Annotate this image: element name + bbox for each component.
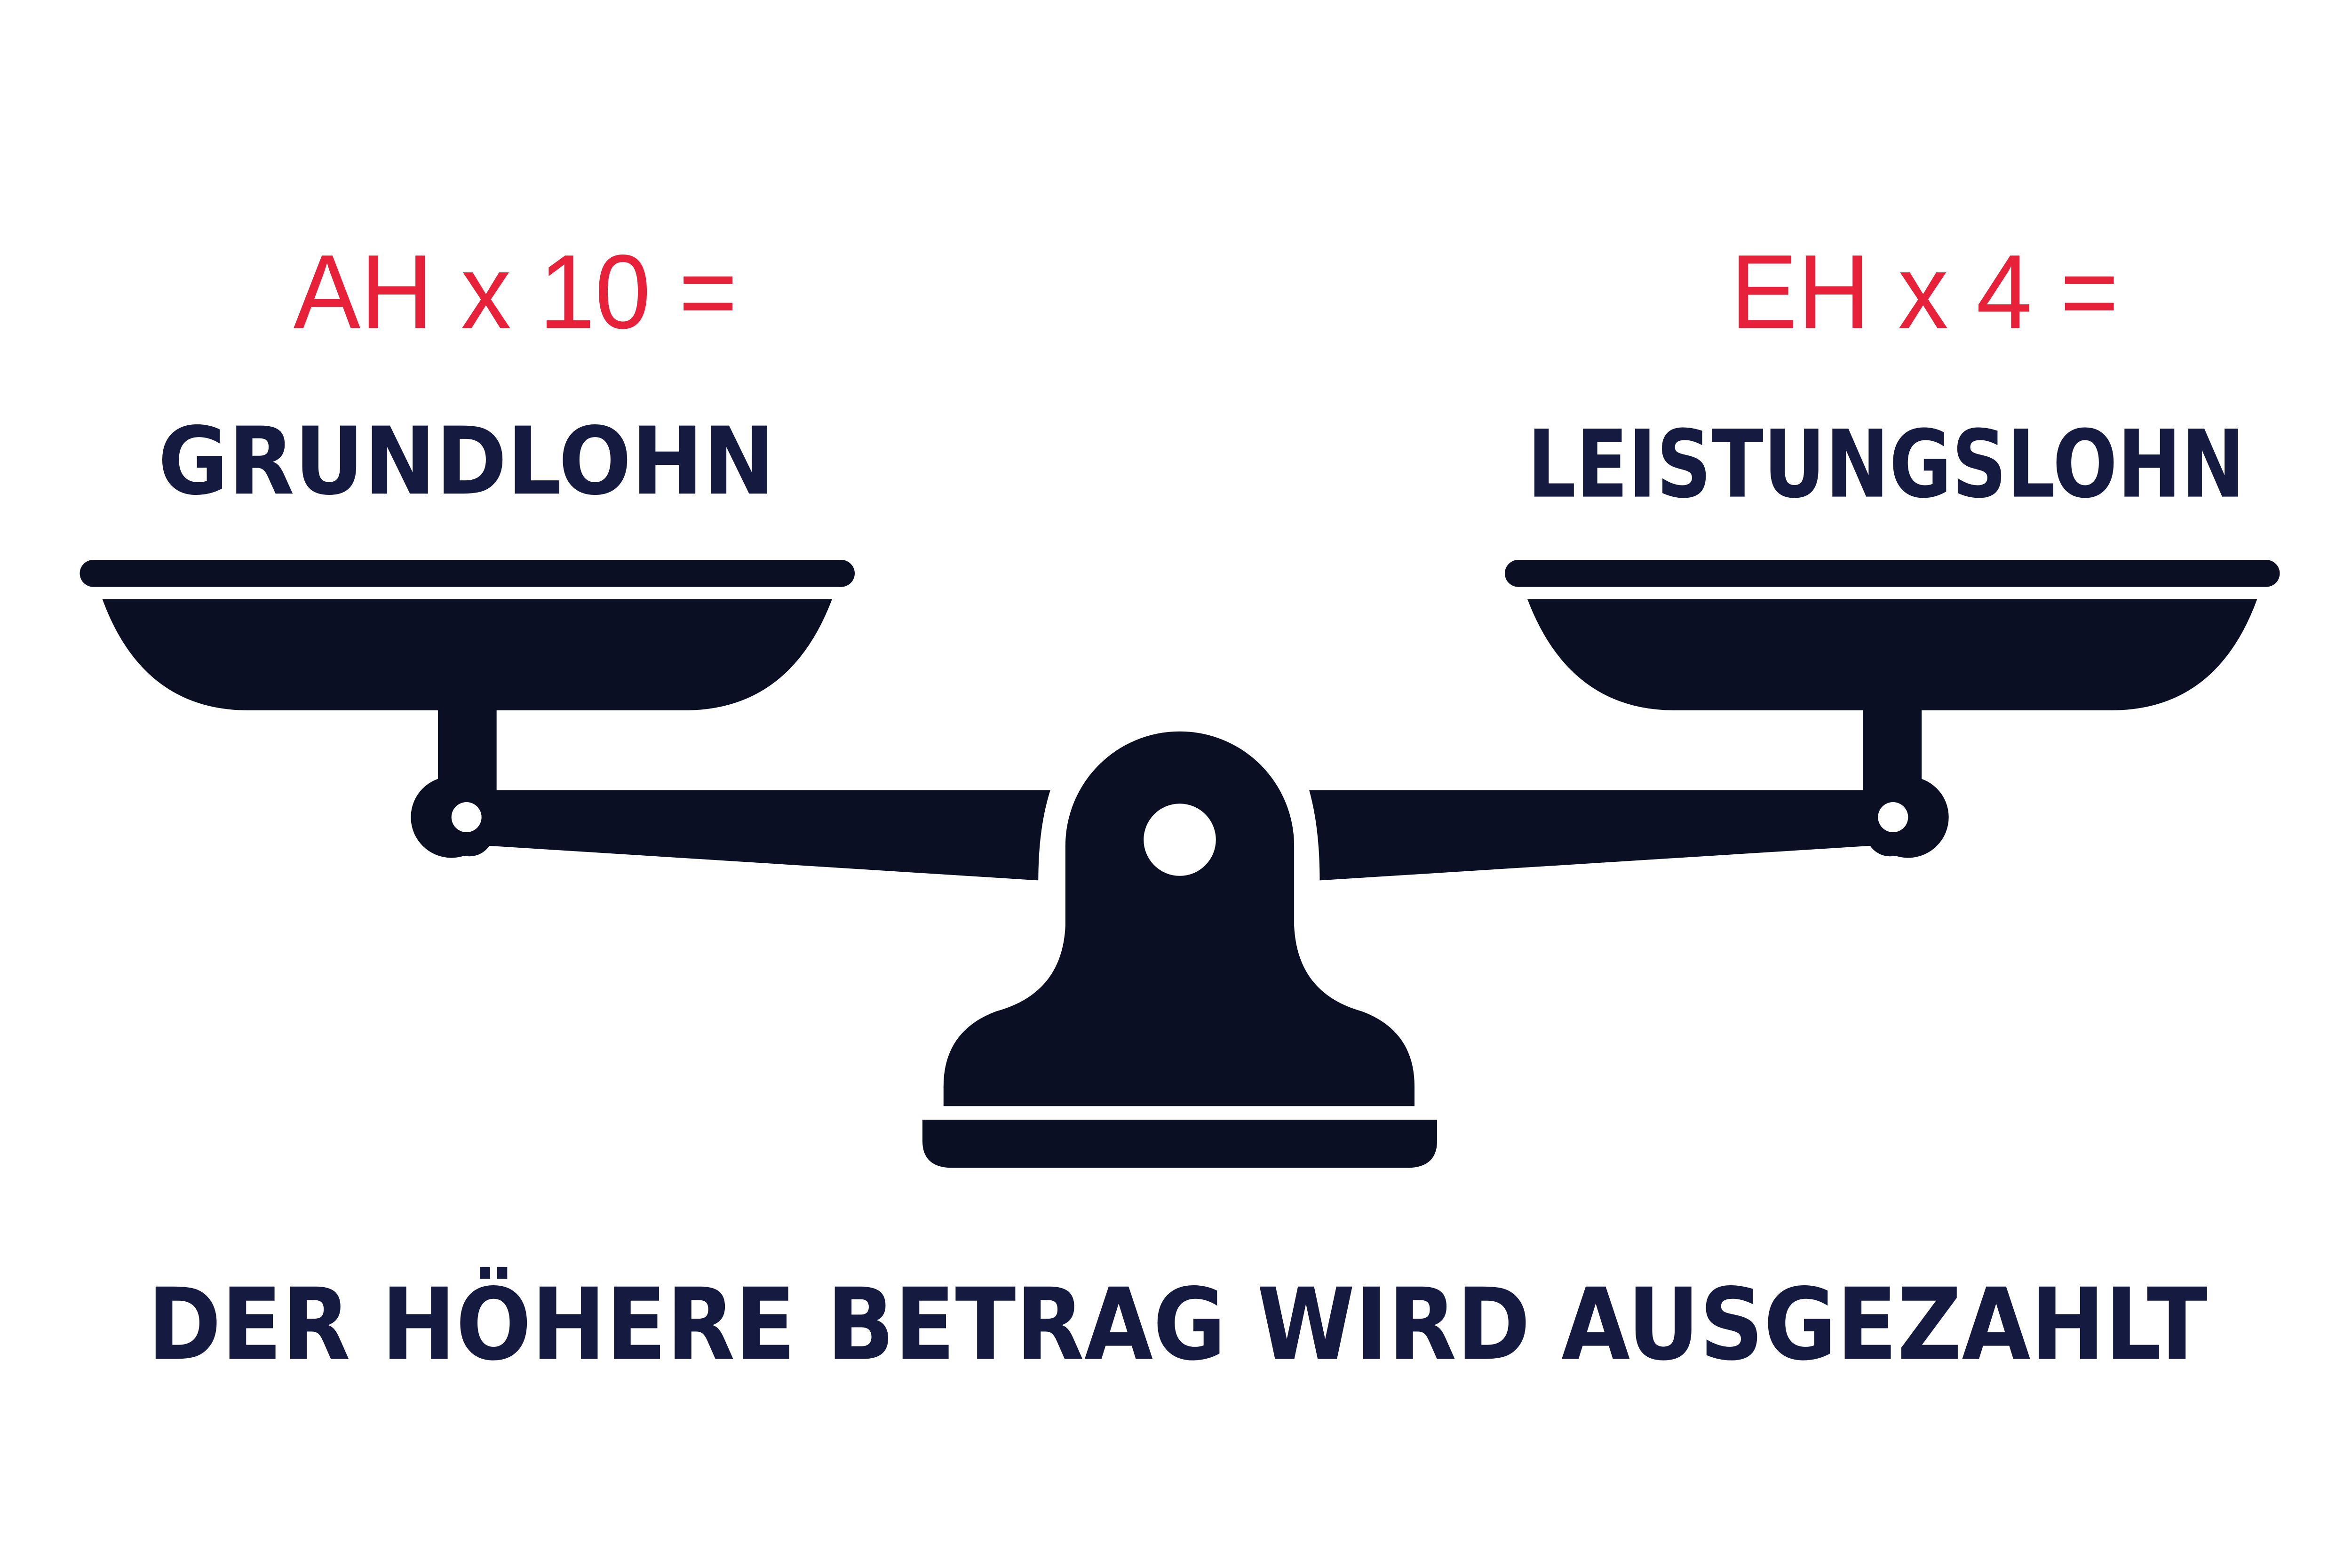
center-post	[943, 731, 1415, 1106]
left-pivot-hole	[451, 802, 482, 833]
center-pivot-hole	[1144, 804, 1216, 876]
left-pan-rim	[79, 560, 855, 587]
right-pan-rim	[1504, 560, 2280, 587]
right-beam	[1309, 790, 1908, 881]
footer-text: DER HÖHERE BETRAG WIRD AUSGEZAHLT	[148, 1267, 2208, 1383]
right-label: LEISTUNGSLOHN	[1527, 410, 2245, 519]
balance-scale-icon	[79, 560, 2280, 1168]
left-beam	[451, 790, 1050, 881]
right-pan-bowl	[1527, 599, 2257, 710]
scale-base	[922, 1120, 1438, 1168]
right-pivot-hole	[1878, 802, 1908, 833]
left-label: GRUNDLOHN	[158, 407, 775, 516]
scale-diagram: AH x 10 = EH x 4 = GRUNDLOHN LEISTUNGSLO…	[79, 233, 2280, 1383]
left-pan-bowl	[102, 599, 833, 710]
right-formula: EH x 4 =	[1731, 233, 2119, 350]
left-formula: AH x 10 =	[294, 233, 738, 350]
